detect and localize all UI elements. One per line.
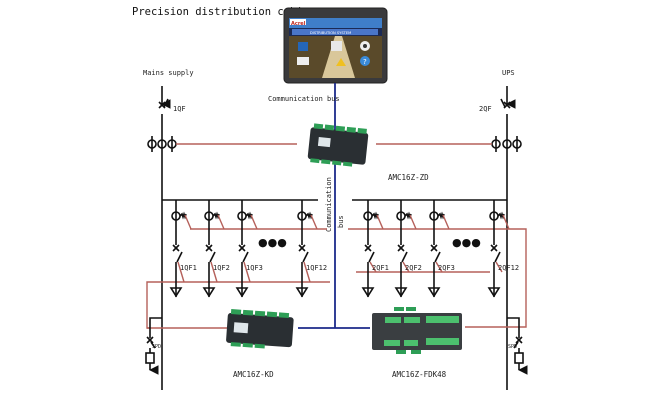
breaker-icon [209,251,216,263]
outgoing-arrow-icon [169,287,183,298]
branch-label: 1QF2 [213,264,230,272]
meter-zd-label: AMC16Z-ZD [388,173,429,182]
branch-2qf1: 2QF1 [361,200,389,298]
outgoing-arrow-icon [295,287,309,298]
hmi-brand: Acrel [291,21,306,27]
right-spd [507,317,528,375]
branch-1qf1: 1QF1 [169,200,197,298]
meter-amc16z-zd [307,123,369,167]
branch-2qf12: 2QF12 [487,200,519,298]
breaker-icon [176,251,183,263]
svg-text:?: ? [363,58,367,66]
comm-bus-vertical-label-2: bus [337,215,345,228]
branch-2qf3: 2QF3 [427,200,455,298]
branch-label: 1QF3 [246,264,263,272]
hmi-banner: DISTRIBUTION SYSTEM [310,31,351,35]
left-spd-label: SPD [152,344,161,350]
outgoing-arrow-icon [235,287,249,298]
breaker-icon [401,251,408,263]
right-ct-signal-bus [348,228,527,328]
left-main-feeder [158,86,171,390]
left-branches-ellipsis: ●●● [258,236,287,249]
breaker-icon [242,251,249,263]
outgoing-arrow-icon [361,287,375,298]
outgoing-arrow-icon [202,287,216,298]
right-branches-ellipsis: ●●● [452,236,481,249]
branch-label: 2QF3 [438,264,455,272]
diagram-title: Precision distribution cabinet [132,6,322,18]
communication-bus [298,83,370,329]
chart-tile-icon [297,57,309,65]
ups-label: UPS [502,69,515,77]
app-tile-icon [298,42,308,51]
branch-label: 2QF1 [372,264,389,272]
branch-label: 1QF1 [180,264,197,272]
breaker-icon [434,251,441,263]
mains-supply-label: Mains supply [143,69,194,77]
warning-tile-icon [336,58,346,66]
branch-label: 1QF12 [306,264,327,272]
outgoing-arrow-icon [427,287,441,298]
meter-fdk48-label: AMC16Z-FDK48 [392,370,447,379]
branch-1qf2: 1QF2 [202,200,230,298]
hmi-touchscreen: Acrel DISTRIBUTION SYSTEM ? [283,7,388,84]
meter-kd-label: AMC16Z-KD [233,370,274,379]
comm-bus-vertical-label-1: Communication [325,177,333,232]
breaker-1qf-label: 1QF [173,105,186,113]
right-spd-label: SPD [508,344,517,350]
right-main-feeder [500,86,516,390]
meter-amc16z-kd [226,309,294,349]
right-current-transformers [491,136,522,152]
breaker-icon [494,251,501,263]
branch-label: 2QF12 [498,264,519,272]
outgoing-arrow-icon [394,287,408,298]
breaker-icon [302,251,309,263]
grid-tile-icon [331,41,342,51]
meter-amc16z-fdk48 [372,307,462,354]
breaker-icon [368,251,375,263]
branch-label: 2QF2 [405,264,422,272]
branch-1qf12: 1QF12 [295,200,327,298]
branch-2qf2: 2QF2 [394,200,422,298]
branch-1qf3: 1QF3 [235,200,263,298]
left-current-transformers [147,136,177,152]
outgoing-arrow-icon [487,287,501,298]
breaker-2qf-label: 2QF [479,105,492,113]
branch-circuits: 1QF1 1QF2 1QF3 1QF12 2QF1 2QF2 2QF3 2QF12 [169,200,519,298]
help-tile-icon [360,56,370,66]
left-spd [145,317,162,375]
comm-bus-label: Communication bus [268,95,340,103]
